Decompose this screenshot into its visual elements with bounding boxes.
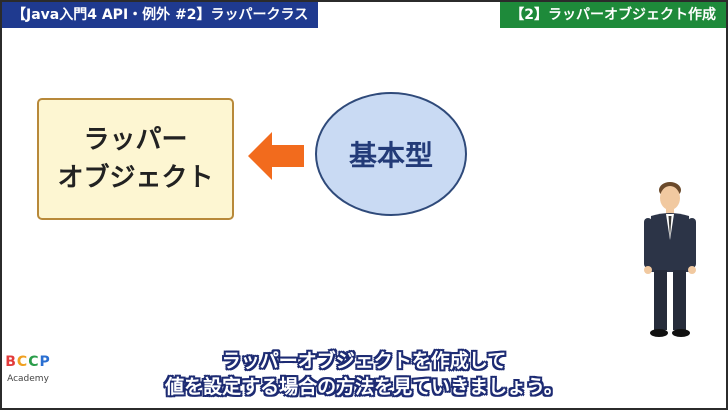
subtitle-line-1: ラッパーオブジェクトを作成して bbox=[221, 350, 507, 372]
primitive-type-label: 基本型 bbox=[348, 139, 433, 172]
section-title-tag: 【2】ラッパーオブジェクト作成 bbox=[500, 2, 726, 28]
lesson-title-tag: 【Java入門4 API・例外 #2】ラッパークラス bbox=[2, 2, 319, 28]
primitive-type-ellipse: 基本型 bbox=[315, 92, 467, 216]
wrapper-object-box: ラッパー オブジェクト bbox=[37, 98, 234, 220]
logo-name: Academy bbox=[7, 374, 49, 384]
logo-letters: BCCP bbox=[5, 354, 51, 370]
presenter-character bbox=[644, 182, 696, 337]
wrapper-label-line2: オブジェクト bbox=[57, 163, 214, 193]
subtitle-line-2: 値を設定する場合の方法を見ていきましょう。 bbox=[165, 376, 563, 398]
wrapper-label-line1: ラッパー bbox=[83, 125, 188, 155]
academy-logo: BCCP Academy bbox=[5, 354, 51, 404]
left-arrow-icon bbox=[248, 132, 304, 180]
